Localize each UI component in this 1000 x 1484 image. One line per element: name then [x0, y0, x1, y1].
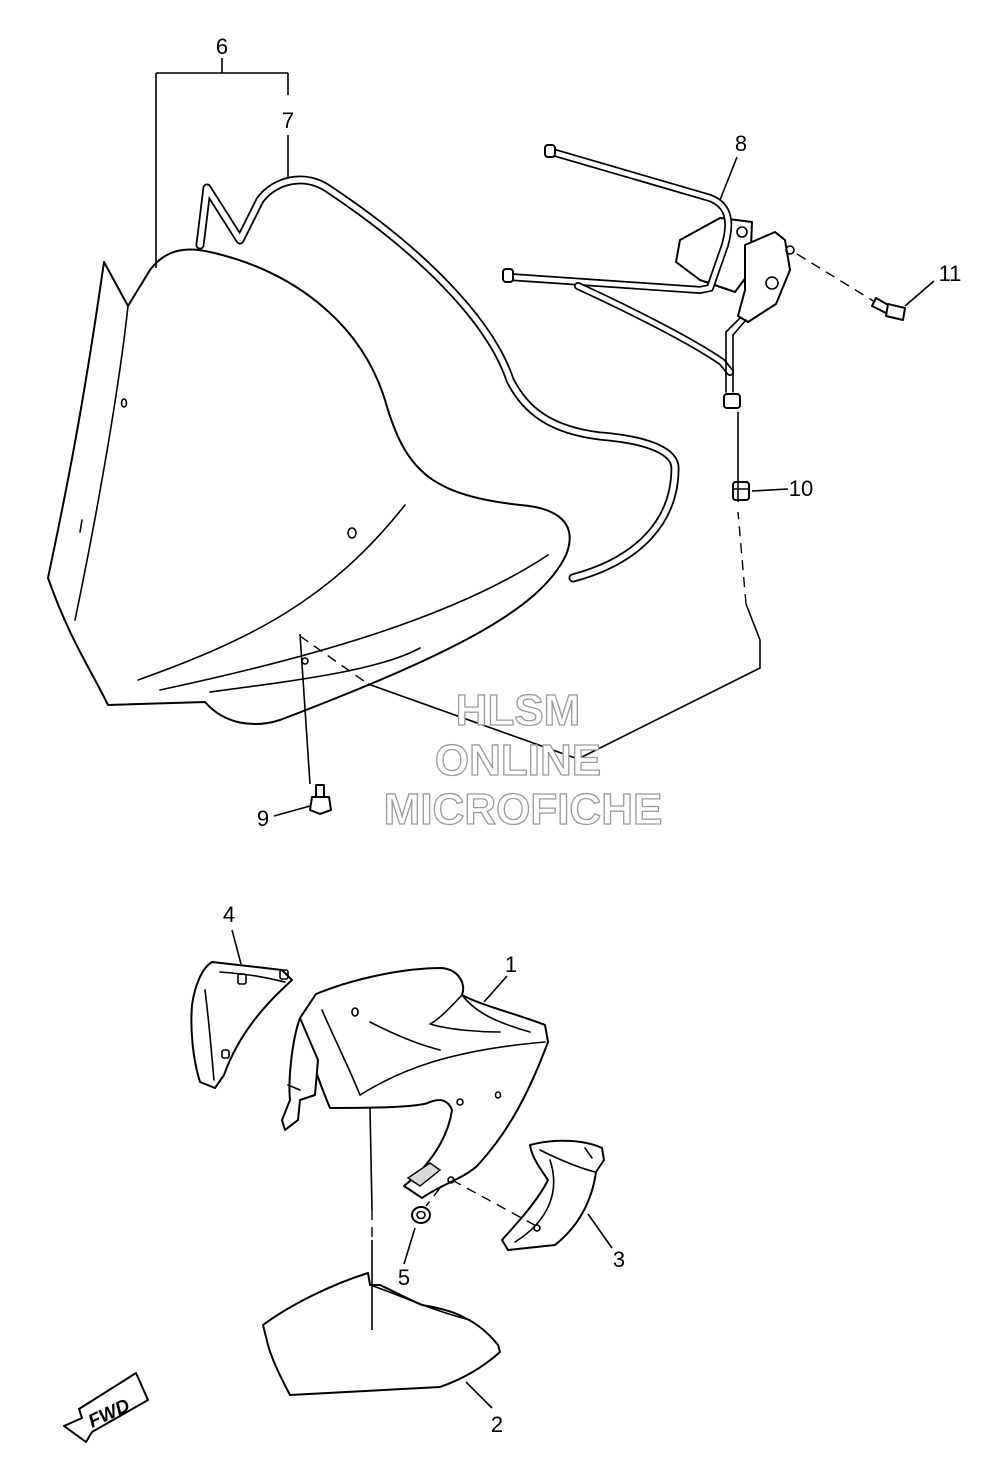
- callout-11: 11: [939, 261, 962, 286]
- watermark: HLSM ONLINE MICROFICHE: [383, 685, 663, 834]
- callout-3: 3: [613, 1247, 625, 1272]
- windshield: [47, 248, 571, 725]
- callout-10: 10: [789, 476, 813, 501]
- callout-1: 1: [505, 952, 517, 977]
- stay-bracket: [502, 144, 795, 409]
- callout-9: 9: [257, 806, 269, 831]
- bolt-11: [871, 297, 906, 321]
- side-cover-4: [190, 961, 293, 1089]
- fwd-arrow-icon: FWD: [63, 1372, 149, 1443]
- nut-10: [732, 481, 750, 501]
- callout-leaders: [155, 58, 935, 1409]
- grommet-5: [411, 1206, 431, 1224]
- side-panel-3: [501, 1139, 605, 1251]
- callout-7: 7: [282, 108, 294, 133]
- callout-2: 2: [491, 1412, 503, 1437]
- watermark-line-1: HLSM: [456, 686, 581, 735]
- callout-5: 5: [398, 1265, 410, 1290]
- watermark-line-3: MICROFICHE: [384, 785, 663, 834]
- screw-9: [309, 784, 332, 815]
- assembly-lines: [299, 253, 876, 1330]
- watermark-line-2: ONLINE: [435, 736, 601, 785]
- callout-4: 4: [223, 902, 235, 927]
- under-panel-2: [262, 1272, 501, 1396]
- callout-8: 8: [735, 131, 747, 156]
- windshield-trim: [195, 175, 680, 583]
- cowling-1: [281, 967, 549, 1199]
- callout-labels: 6 7 8 11 10 9 4 1 3 5 2: [216, 34, 962, 1437]
- callout-6: 6: [216, 34, 228, 59]
